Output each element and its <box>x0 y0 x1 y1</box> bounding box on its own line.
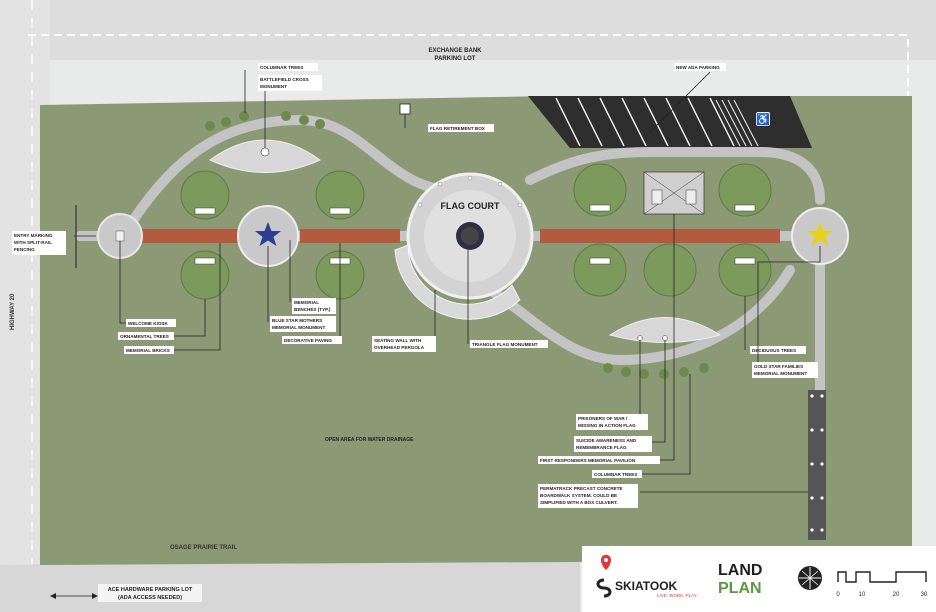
flag-plaza-south <box>608 317 722 343</box>
ada-parking-lot: ♿ <box>528 96 812 148</box>
logo-panel <box>582 546 936 612</box>
skiatook-logo: SKIATOOK LIVE. WORK. PLAY. <box>596 554 698 598</box>
ace-hardware-label-1: ACE HARDWARE PARKING LOT <box>108 587 193 593</box>
scale-tick-30: 30 <box>921 592 928 598</box>
callouts: NEW ADA PARKING COLUMNAR TREES BATTLEFIE… <box>12 63 821 508</box>
welcome-kiosk <box>115 230 125 242</box>
exchange-bank-label-2: PARKING LOT <box>435 56 476 62</box>
flag-retirement-box <box>399 103 411 115</box>
scale-bar: 0 10 20 30 <box>836 571 928 598</box>
callout-decorative-paving: DECORATIVE PAVING <box>284 338 332 343</box>
flag-court: FLAG COURT <box>394 172 534 320</box>
callout-gold-star-2: MEMORIAL MONUMENT <box>754 371 807 376</box>
callout-benches-2: BENCHES (TYP.) <box>294 307 331 312</box>
flag-poles <box>417 175 523 208</box>
callout-columnar-trees-top: COLUMNAR TREES <box>260 65 303 70</box>
callout-deciduous-trees: DECIDUOUS TREES <box>752 348 796 353</box>
ace-hardware-label-2: (ADA ACCESS NEEDED) <box>118 595 182 601</box>
callout-first-responders: FIRST RESPONDERS MEMORIAL PAVILION <box>540 458 636 463</box>
callout-flag-retirement: FLAG RETIREMENT BOX <box>430 126 486 131</box>
exchange-bank-label-1: EXCHANGE BANK <box>428 48 482 54</box>
callout-entry-3: FENCING <box>14 247 35 252</box>
callout-battlefield-1: BATTLEFIELD CROSS <box>260 77 309 82</box>
landplan-line-1: LAND <box>718 562 762 579</box>
callout-triangle-flag: TRIANGLE FLAG MONUMENT <box>472 342 538 347</box>
callout-memorial-bricks: MEMORIAL BRICKS <box>126 348 170 353</box>
open-area-label: OPEN AREA FOR WATER DRAINAGE <box>325 437 414 443</box>
skiatook-s-mark <box>596 578 612 598</box>
callout-seating-1: SEATING WALL WITH <box>374 338 422 343</box>
osage-trail-label: OSAGE PRAIRIE TRAIL <box>170 545 237 551</box>
scale-tick-20: 20 <box>893 592 900 598</box>
callout-pow-mia-1: PRISONERS OF WAR / <box>578 416 628 421</box>
scale-tick-10: 10 <box>859 592 866 598</box>
parking-area-north <box>0 0 936 60</box>
callout-suicide-2: REMEMBRANCE FLAG <box>576 445 627 450</box>
callout-suicide-1: SUICIDE AWARENESS AND <box>576 438 637 443</box>
seating-wall-pergola <box>394 244 521 320</box>
callout-ornamental-trees: ORNAMENTAL TREES <box>120 334 169 339</box>
battlefield-cross-monument <box>260 147 270 157</box>
scale-tick-0: 0 <box>836 592 840 598</box>
highway-label: HIGHWAY 20 <box>10 293 16 330</box>
callout-gold-star-1: GOLD STAR FAMILIES <box>754 364 803 369</box>
callout-permatrack-2: BOARDWALK SYSTEM. COULD BE <box>540 493 617 498</box>
grass-area <box>40 96 912 565</box>
callout-entry-2: WITH SPLIT-RAIL <box>14 240 52 245</box>
memorial-bricks <box>140 229 780 243</box>
callout-pow-mia-2: MISSING IN ACTION FLAG <box>578 423 636 428</box>
callout-permatrack-3: SIMPLIFIED WITH A BOX CULVERT. <box>540 500 618 505</box>
columnar-trees <box>205 111 709 379</box>
callout-ada-parking: NEW ADA PARKING <box>676 65 720 70</box>
callout-blue-star-2: MEMORIAL MONUMENT <box>272 325 325 330</box>
callout-entry-1: ENTRY MARKING <box>14 233 53 238</box>
boardwalk <box>808 390 826 540</box>
callout-permatrack-1: PERMATRACK PRECAST CONCRETE <box>540 486 623 491</box>
ace-label-box <box>98 584 202 602</box>
blue-star-icon <box>255 222 281 246</box>
gold-star-icon <box>807 222 833 246</box>
map-pin-icon <box>601 554 611 570</box>
skiatook-wordmark: SKIATOOK <box>615 579 678 593</box>
callout-columnar-trees-bottom: COLUMNAR TREES <box>594 472 637 477</box>
svg-text:♿: ♿ <box>756 113 770 126</box>
callout-benches-1: MEMORIAL <box>294 300 319 305</box>
landplan-logo: LAND PLAN <box>718 562 762 597</box>
callout-welcome-kiosk: WELCOME KIOSK <box>128 321 168 326</box>
flag-court-label: FLAG COURT <box>441 201 500 211</box>
north-arrow-icon <box>798 566 822 590</box>
callout-battlefield-2: MONUMENT <box>260 84 287 89</box>
callout-blue-star-1: BLUE STAR MOTHERS <box>272 318 322 323</box>
skiatook-tagline: LIVE. WORK. PLAY. <box>657 593 698 598</box>
accessible-parking-icon <box>756 112 770 126</box>
landplan-line-2: PLAN <box>718 580 762 597</box>
callout-seating-2: OVERHEAD PERGOLA <box>374 345 425 350</box>
